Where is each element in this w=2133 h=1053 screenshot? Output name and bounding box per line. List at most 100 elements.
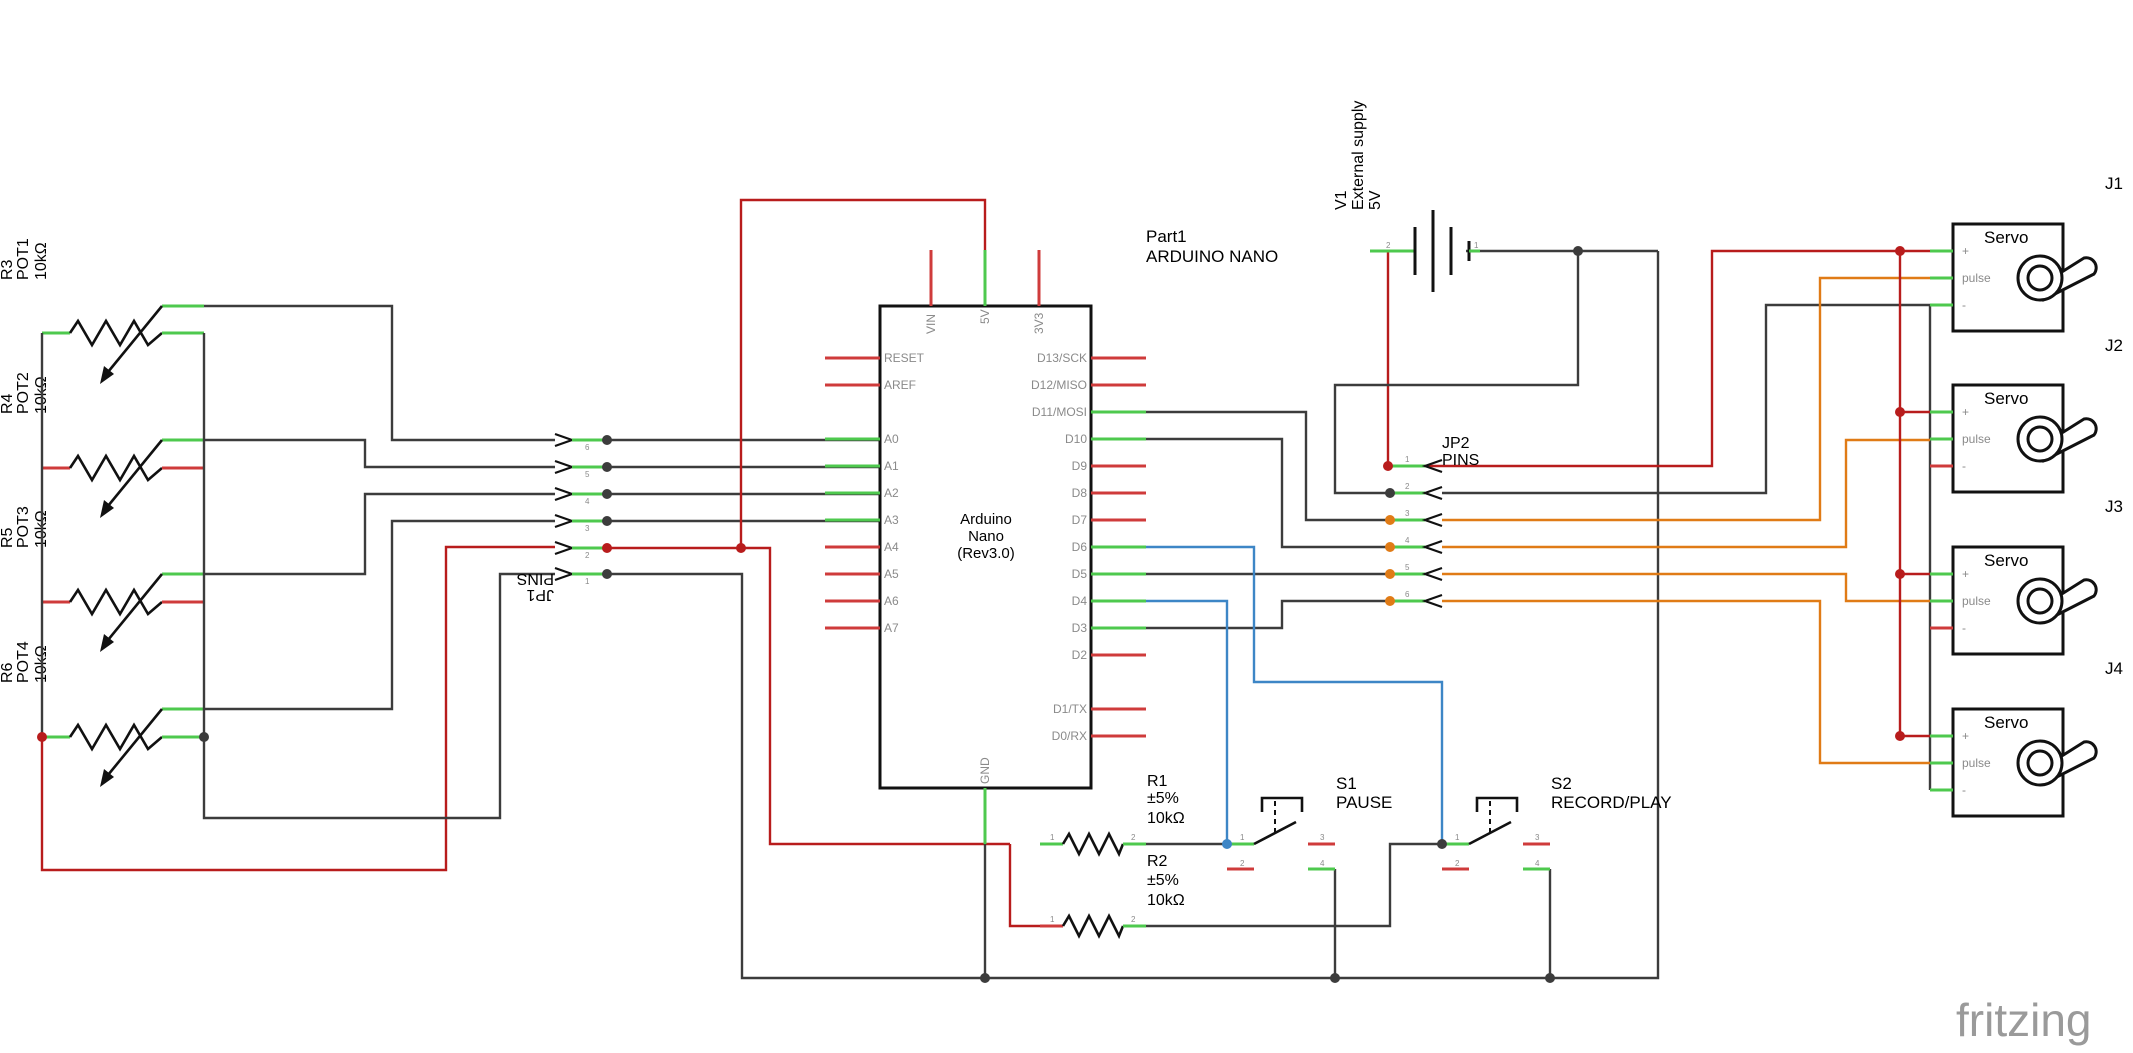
pin-d5: D5 — [1072, 567, 1088, 581]
pin-d13: D13/SCK — [1037, 351, 1087, 365]
jp1-pin-5: 5 — [585, 470, 590, 479]
jp2-pin-5: 5 — [1405, 563, 1410, 572]
supply-name: External supply — [1350, 101, 1367, 210]
arduino-body-line3: (Rev3.0) — [957, 545, 1015, 562]
jp1-ref: JP1 — [526, 586, 554, 603]
switch-pin-4: 4 — [1535, 859, 1540, 868]
jp1-pin-6: 6 — [585, 443, 590, 452]
pot-value: 10kΩ — [33, 242, 50, 280]
pot-label-r4: R4 POT2 10kΩ — [0, 372, 50, 414]
switch-ref: S2 — [1551, 774, 1572, 793]
servo-j1: J1 Servo + pulse - — [1930, 174, 2123, 333]
pin-vin: VIN — [924, 314, 938, 334]
pin-d3: D3 — [1072, 621, 1088, 635]
resistor-r1: R1 ±5% 10kΩ 1 2 — [1040, 773, 1185, 858]
resistor-pin-1: 1 — [1050, 915, 1055, 924]
servo-title: Servo — [1984, 389, 2028, 408]
jp1-name: PINS — [517, 570, 554, 587]
arduino-left-pins: RESET AREF A0 A1 A2 A3 A4 A5 A6 A7 — [825, 351, 925, 635]
pin-3v3: 3V3 — [1032, 312, 1046, 334]
switch-pin-3: 3 — [1320, 833, 1325, 842]
potentiometers: R3 POT1 10kΩ R4 POT2 10kΩ R5 POT3 10kΩ R… — [0, 238, 204, 787]
switch-pin-3: 3 — [1535, 833, 1540, 842]
servo-pin-plus: + — [1962, 405, 1969, 419]
jp1-pin-3: 3 — [585, 524, 590, 533]
servo-title: Servo — [1984, 551, 2028, 570]
jp2-pin-3: 3 — [1405, 509, 1410, 518]
jp2-header: JP2 PINS 1 2 3 4 5 6 — [1390, 435, 1479, 609]
pin-d2: D2 — [1072, 648, 1088, 662]
switch-pin-2: 2 — [1240, 859, 1245, 868]
jp2-pin-4: 4 — [1405, 536, 1410, 545]
servo-title: Servo — [1984, 713, 2028, 732]
arduino-body-line2: Nano — [968, 528, 1004, 545]
servo-pin-plus: + — [1962, 567, 1969, 581]
pin-a0: A0 — [884, 432, 899, 446]
pot-ref: R5 — [0, 527, 16, 548]
pot-symbol-r3 — [42, 304, 204, 384]
pin-d11: D11/MOSI — [1032, 405, 1087, 419]
pin-d0: D0/RX — [1052, 729, 1087, 743]
resistor-tolerance: ±5% — [1147, 872, 1179, 889]
servo-pin-pulse: pulse — [1962, 432, 1991, 446]
switch-s1: S1 PAUSE 1 2 3 4 — [1227, 774, 1392, 871]
resistor-ref: R2 — [1147, 853, 1168, 870]
servo-pin-plus: + — [1962, 729, 1969, 743]
servo-ref: J3 — [2105, 497, 2123, 516]
pot-symbol-r6 — [42, 707, 204, 787]
pin-a5: A5 — [884, 567, 899, 581]
resistor-pin-2: 2 — [1131, 915, 1136, 924]
arduino-body-line1: Arduino — [960, 511, 1012, 528]
arduino-part-ref: Part1 — [1146, 227, 1187, 246]
supply-pin-plus: 1 — [1474, 241, 1479, 250]
servo-ref: J2 — [2105, 336, 2123, 355]
fritzing-logo: fritzing — [1956, 994, 2091, 1046]
pot-ref: R4 — [0, 393, 16, 414]
jp1-pin-4: 4 — [585, 497, 590, 506]
servo-pin-pulse: pulse — [1962, 594, 1991, 608]
servo-pin-pulse: pulse — [1962, 756, 1991, 770]
pin-d9: D9 — [1072, 459, 1088, 473]
resistor-pin-1: 1 — [1050, 833, 1055, 842]
arduino-part-name: ARDUINO NANO — [1146, 247, 1278, 266]
pot-symbol-r5 — [42, 572, 204, 652]
servo-pin-minus: - — [1962, 459, 1966, 473]
pin-reset: RESET — [884, 351, 925, 365]
pin-a6: A6 — [884, 594, 899, 608]
switch-name: PAUSE — [1336, 793, 1392, 812]
jp2-pin-6: 6 — [1405, 590, 1410, 599]
pin-d6: D6 — [1072, 540, 1088, 554]
servo-j2: J2 Servo + pulse - — [1930, 336, 2123, 494]
resistor-value: 10kΩ — [1147, 892, 1185, 909]
resistor-r2: R2 ±5% 10kΩ 1 2 — [1040, 853, 1185, 940]
switch-pin-2: 2 — [1455, 859, 1460, 868]
switch-name: RECORD/PLAY — [1551, 793, 1672, 812]
switch-pin-4: 4 — [1320, 859, 1325, 868]
switch-pin-1: 1 — [1240, 833, 1245, 842]
servo-horn-icon — [2016, 254, 2098, 302]
pin-aref: AREF — [884, 378, 916, 392]
pin-a1: A1 — [884, 459, 899, 473]
pin-d12: D12/MISO — [1031, 378, 1087, 392]
pin-a4: A4 — [884, 540, 899, 554]
jp1-header: JP1 PINS 6 5 4 3 2 1 — [517, 432, 607, 603]
pin-d7: D7 — [1072, 513, 1088, 527]
pot-label-r3: R3 POT1 10kΩ — [0, 238, 50, 280]
jp1-pin-2: 2 — [585, 551, 590, 560]
jp2-pin-2: 2 — [1405, 482, 1410, 491]
resistor-value: 10kΩ — [1147, 810, 1185, 827]
pin-a3: A3 — [884, 513, 899, 527]
servo-horn-icon — [2016, 577, 2098, 625]
arduino-right-pins: D13/SCK D12/MISO D11/MOSI D10 D9 D8 D7 D… — [1031, 351, 1146, 743]
servo-pin-minus: - — [1962, 298, 1966, 312]
jp2-pin-1: 1 — [1405, 455, 1410, 464]
servo-pin-minus: - — [1962, 621, 1966, 635]
pot-name: POT2 — [15, 372, 32, 414]
servo-horn-icon — [2016, 739, 2098, 787]
pot-name: POT3 — [15, 506, 32, 548]
servo-title: Servo — [1984, 228, 2028, 247]
pin-d8: D8 — [1072, 486, 1088, 500]
servo-ref: J4 — [2105, 659, 2123, 678]
servo-j4: J4 Servo + pulse - — [1930, 659, 2123, 818]
